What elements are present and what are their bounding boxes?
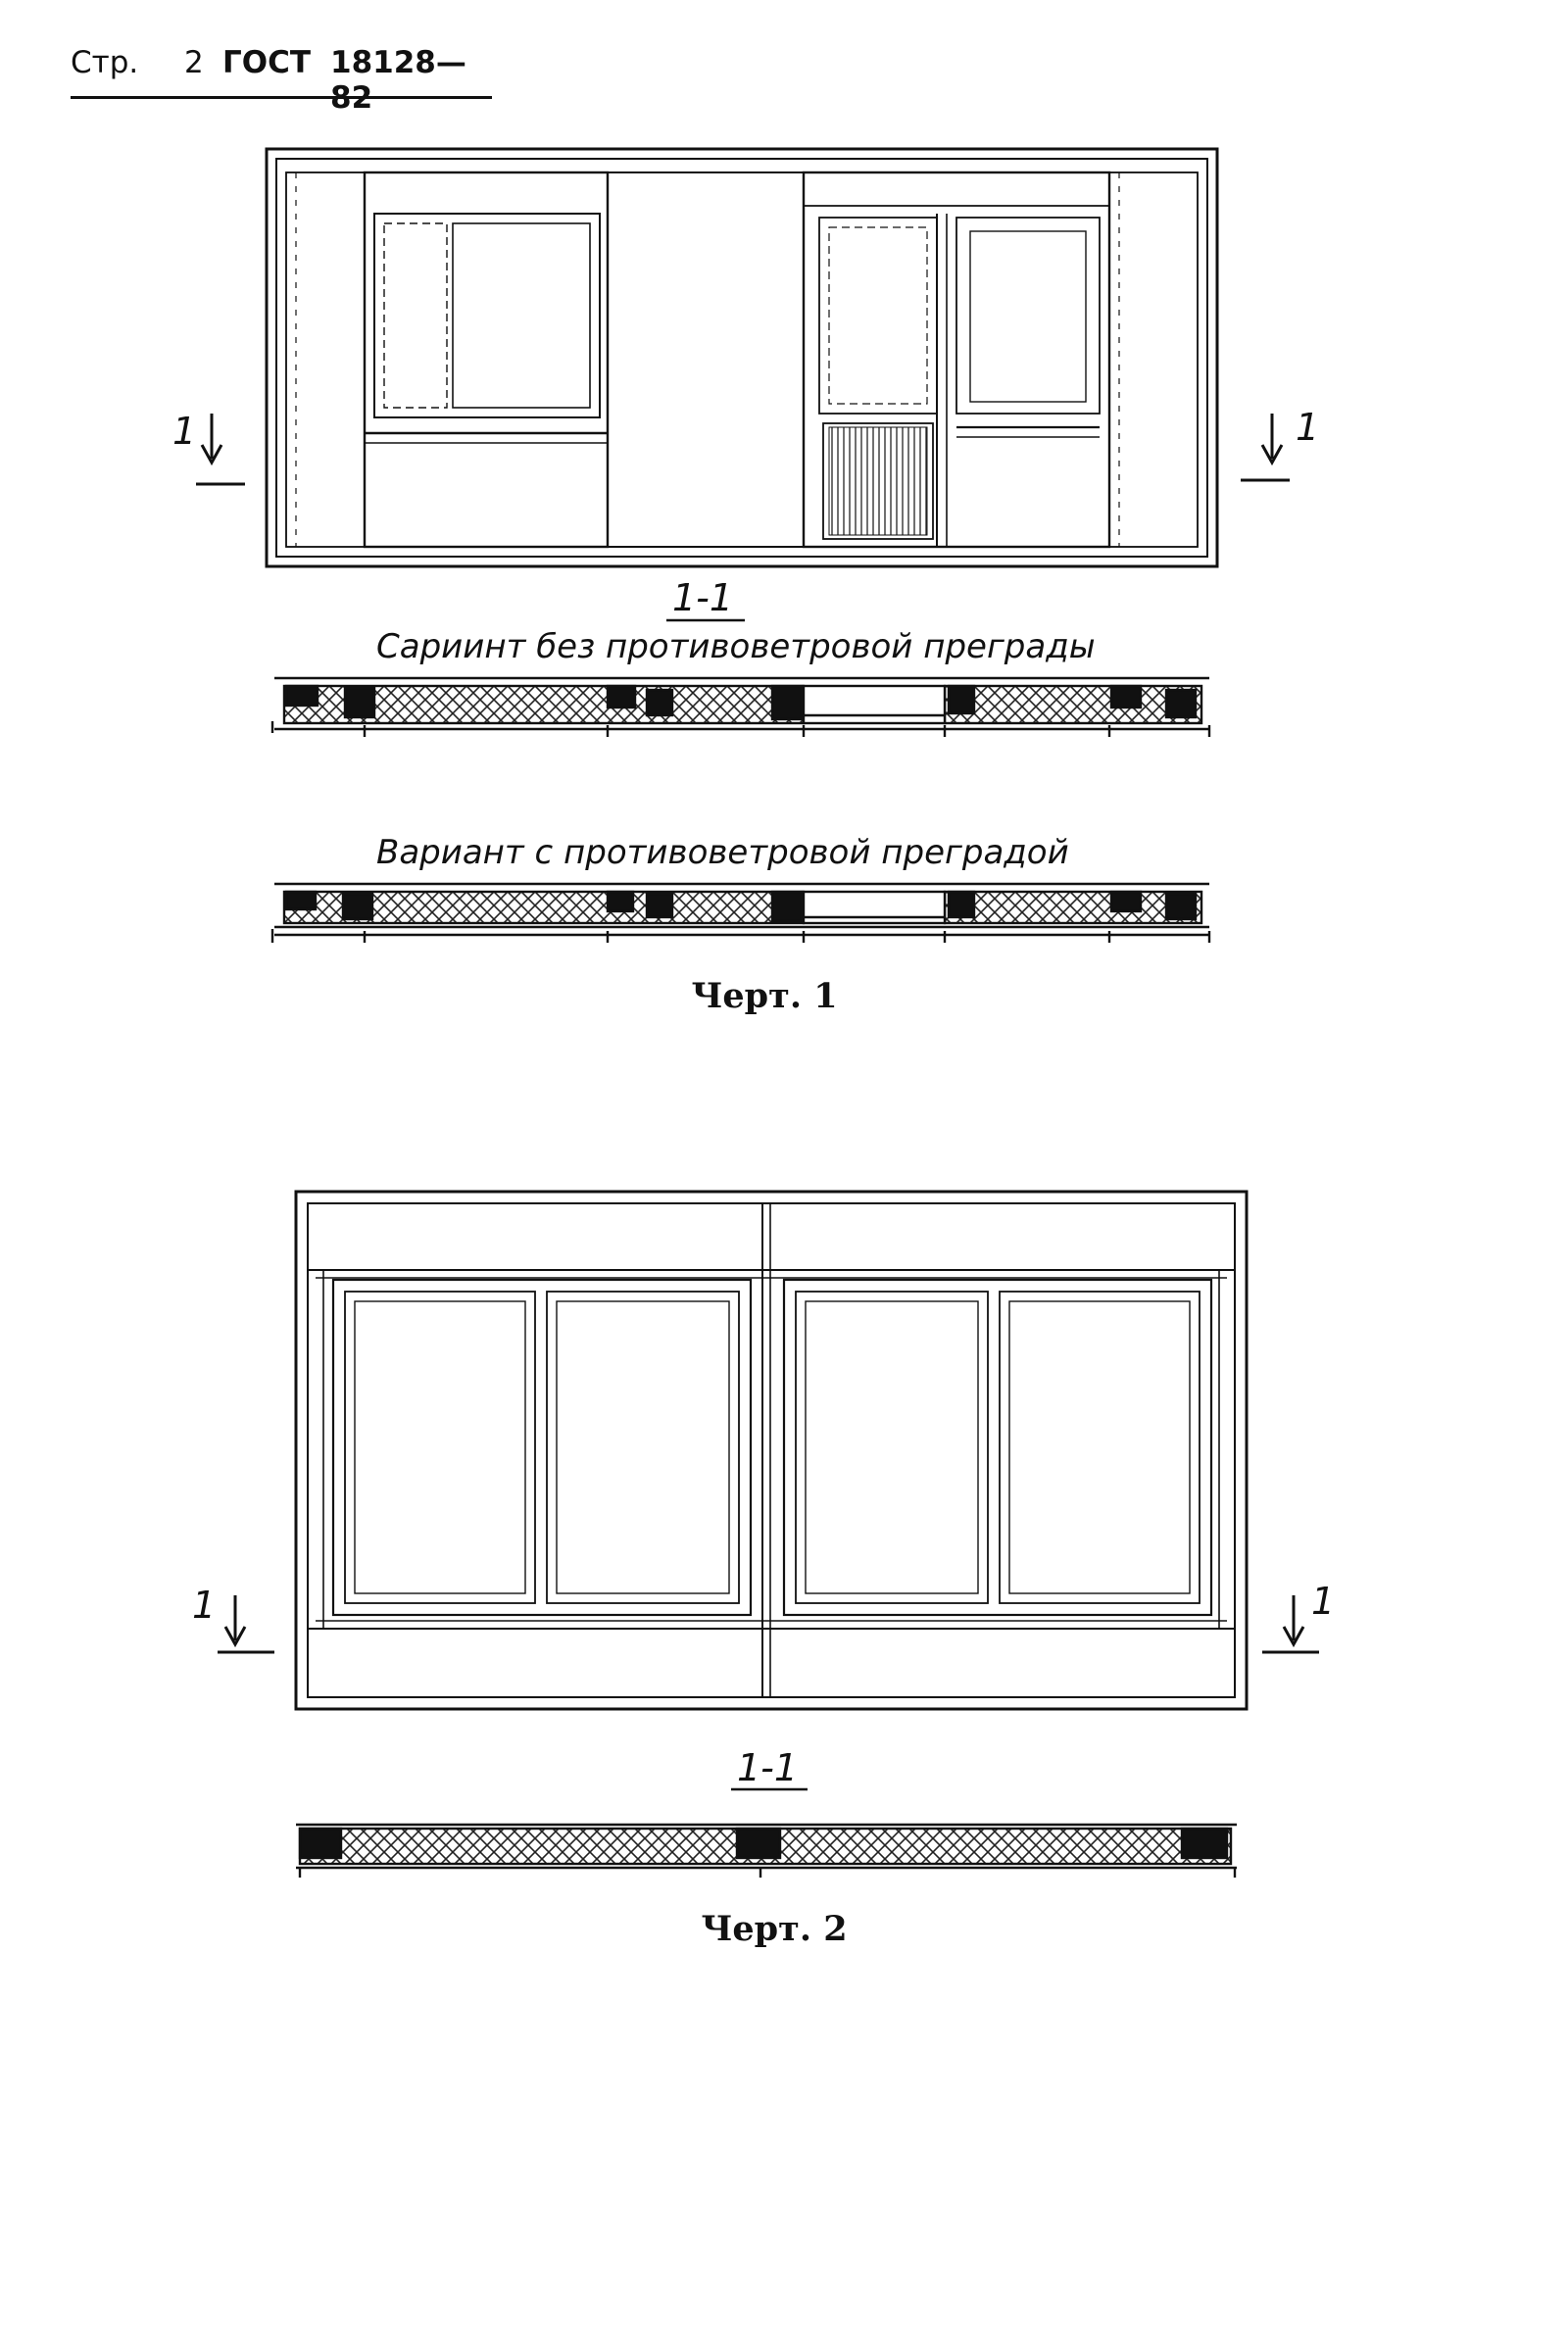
figure1-variant-without-label: Cариинт без противоветровой преграды	[376, 627, 1096, 666]
figure2-section-label: 1-1	[737, 1746, 799, 1789]
standard-number: 18128—82	[330, 45, 466, 116]
figure2-caption: Черт. 2	[701, 1909, 848, 1949]
figure1-section-label: 1-1	[672, 576, 734, 619]
figure1-caption: Черт. 1	[691, 976, 838, 1016]
figure1-section-with-barrier	[270, 882, 1211, 943]
figure2-cut-label-right: 1	[1311, 1580, 1336, 1623]
figure2-cut-label-left: 1	[192, 1584, 217, 1627]
page-number: 2	[184, 45, 204, 80]
figure2-section	[296, 1823, 1237, 1878]
figure1-cut-label-left: 1	[172, 410, 197, 453]
figure2-elevation	[294, 1190, 1249, 1711]
figure1-cut-label-right: 1	[1296, 406, 1320, 449]
figure1-cut-mark-left	[196, 414, 245, 486]
standard-name: ГОСТ	[222, 45, 312, 80]
figure1-elevation	[265, 147, 1219, 568]
figure2-cut-mark-left	[218, 1595, 274, 1654]
figure1-cut-mark-right	[1241, 414, 1290, 482]
figure1-variant-with-label: Вариант с противоветровой преградой	[376, 833, 1069, 872]
figure1-section-without-barrier	[270, 676, 1211, 737]
page-label: Стр.	[71, 45, 139, 80]
page-header: Стр. 2 ГОСТ 18128—82	[71, 39, 492, 116]
figure2-cut-mark-right	[1262, 1595, 1319, 1654]
